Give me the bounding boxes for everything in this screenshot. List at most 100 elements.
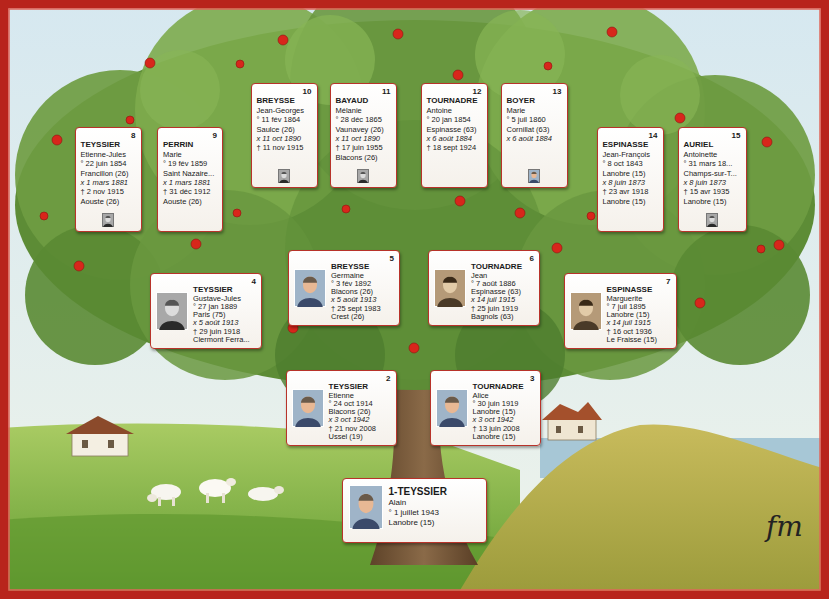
person-box: 10BREYSSEJean-Georges° 11 fév 1864Saulce… [251,83,318,188]
cow [158,497,161,506]
person-detail: † 16 oct 1936 [607,328,671,336]
portrait-photo [156,292,188,330]
person-detail: † 31 déc 1912 [163,187,217,196]
person-box: 12TOURNADREAntoine° 20 jan 1854Espinasse… [421,83,488,188]
portrait-ground [570,293,601,330]
portrait-face [360,172,365,178]
person-detail: Saulce (26) [257,125,312,134]
person-text: 7ESPINASSEMarguerite° 7 juil 1895Lanobre… [607,278,671,344]
person-detail: † 15 avr 1935 [684,187,741,196]
meadow [0,423,520,599]
person-detail: Blacons (26) [329,408,391,416]
portrait-hair [531,172,536,174]
person-detail: ° 8 oct 1843 [603,159,658,168]
person-detail: Cornillat (63) [507,125,562,134]
portrait-body [103,224,113,227]
person-text: 15AURIELAntoinette° 31 mars 18...Champs-… [684,131,741,206]
apple [762,137,772,147]
portrait-photo [294,269,326,307]
apple [145,58,155,68]
portrait-photo [434,269,466,307]
person-detail: Espinasse (63) [427,125,482,134]
person-detail: Lanobre (15) [607,311,671,319]
surname: TOURNADRE [473,383,535,391]
apple [455,196,465,206]
picture-frame [9,9,820,590]
person-detail: † 17 juin 1955 [336,143,391,152]
hill [455,424,829,599]
portrait-ground [435,270,466,307]
sosa-number: 10 [257,87,312,96]
portrait-ground [436,390,467,427]
person-detail: Crest (26) [331,313,394,321]
person-text: 14ESPINASSEJean-François° 8 oct 1843Lano… [603,131,658,206]
surname: BAYAUD [336,96,391,105]
cow [206,493,209,503]
portrait-body [573,321,599,330]
portrait-ground [279,170,290,183]
person-detail: ° 20 jan 1854 [427,115,482,124]
person-detail: † 21 nov 2008 [329,425,391,433]
person-text: 2TEYSSIEREtienne° 24 oct 1914Blacons (26… [329,375,391,441]
first-name: Mélanie [336,106,391,115]
person-detail: ° 22 juin 1854 [81,159,136,168]
first-name: Gustave-Jules [193,295,256,303]
surname: TEYSSIER [193,286,256,294]
first-name: Etienne [329,392,391,400]
tree-canopy [140,50,220,130]
person-detail: x 3 oct 1942 [473,416,535,424]
house [108,440,114,448]
person-detail: † 25 sept 1983 [331,305,394,313]
person-detail: Vaunavey (26) [336,125,391,134]
cow [226,478,236,486]
portrait-hair [358,494,373,501]
tree-canopy [620,55,700,135]
first-name: Antoinette [684,150,741,159]
cow [274,486,284,494]
surname: TOURNADRE [427,96,482,105]
person-detail: † 18 sept 1924 [427,143,482,152]
sosa-number: 6 [471,255,534,263]
cow [222,493,225,503]
person-detail: Lanobre (15) [603,197,658,206]
person-detail: Clermont Ferra... [193,336,256,344]
portrait-icon [528,167,540,183]
surname: PERRIN [163,140,217,149]
portrait-hair [360,172,365,174]
surname: ESPINASSE [603,140,658,149]
surname: BREYSSE [331,263,394,271]
portrait-body [439,418,465,427]
apple [587,212,595,220]
person-text: 4TEYSSIERGustave-Jules° 27 jan 1889Paris… [193,278,256,344]
person-detail: Lanobre (15) [473,433,535,441]
person-text: 12TOURNADREAntoine° 20 jan 1854Espinasse… [427,87,482,153]
surname: TEYSSIER [329,383,391,391]
portrait-body [159,321,185,330]
house [542,402,602,420]
surname: ESPINASSE [607,286,671,294]
person-detail: ° 19 fév 1859 [163,159,217,168]
portrait-ground [157,293,188,330]
sosa-number: 4 [193,278,256,286]
cow [147,478,284,506]
person-detail: ° 7 août 1886 [471,280,534,288]
portrait-face [300,397,314,414]
person-box: 7ESPINASSEMarguerite° 7 juil 1895Lanobre… [564,273,677,349]
portrait-face [578,300,592,317]
portrait-hair [443,277,457,283]
sosa-number: 15 [684,131,741,140]
apple [409,343,419,353]
person-detail: x 1 mars 1881 [163,178,217,187]
apple [774,240,784,250]
person-box: 13BOYERMarie° 5 juil 1860Cornillat (63)x… [501,83,568,188]
sosa-number: 11 [336,87,391,96]
person-box: 3TOURNADREAlice° 30 juin 1919Lanobre (15… [430,370,541,446]
house [548,418,596,440]
portrait-ground [103,214,114,227]
signature: fm [766,512,803,542]
apple [52,135,62,145]
person-detail: ° 31 mars 18... [684,159,741,168]
portrait-hair [709,216,714,218]
person-detail: Lanobre (15) [473,408,535,416]
person-box: 11BAYAUDMélanie° 28 déc 1865Vaunavey (26… [330,83,397,188]
